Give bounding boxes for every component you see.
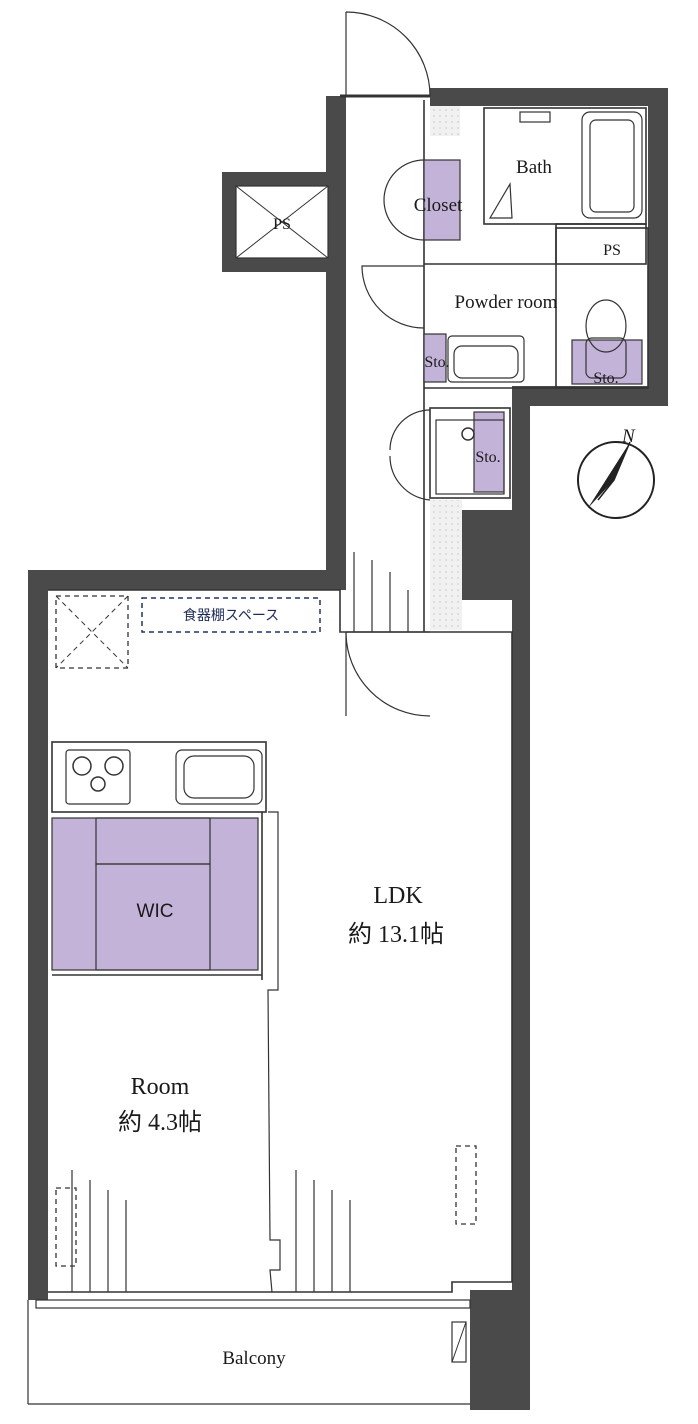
compass-north-label: N [621,426,636,447]
storage-label: Sto. [593,370,618,387]
closet-storage [423,159,461,241]
doors [340,11,431,717]
storage-powder-left [423,333,447,383]
hatched-wall-area [430,106,460,136]
wic-area [51,817,259,971]
interior-walls [27,100,649,1405]
room-size-label: 約 4.3帖 [118,1109,202,1136]
powder-room-label: Powder room [455,292,558,313]
storage-areas [51,159,643,971]
ps-label: PS [273,216,291,233]
storage-label: Sto. [475,449,500,466]
wic-label: WIC [137,901,174,922]
bath-label: Bath [516,157,552,178]
ps-label: PS [603,242,621,259]
fixtures [55,111,643,1363]
storage-label: Sto. [424,354,449,371]
closet-label: Closet [414,195,463,216]
storage-powder-right [571,339,643,385]
hatched-wall-area [430,500,462,630]
ldk-label: LDK [373,883,423,909]
cupboard-space-label: 食器棚スペース [183,607,279,624]
compass-icon [577,441,655,519]
ldk-size-label: 約 13.1帖 [348,921,444,948]
balcony-label: Balcony [222,1348,286,1369]
room-label: Room [131,1074,190,1100]
exterior-walls [28,88,668,1410]
